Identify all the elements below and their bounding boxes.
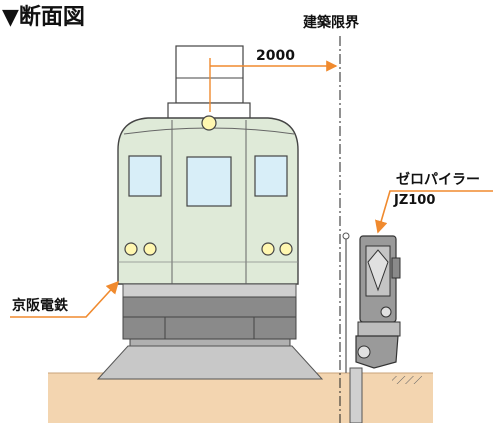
- bogie-upper: [122, 296, 297, 318]
- train-operator-leader: [10, 280, 120, 318]
- ground: [48, 373, 433, 423]
- machine-body: [357, 321, 401, 337]
- clearance-limit-label: 建築限界: [303, 14, 360, 31]
- machine-base: [355, 335, 399, 369]
- window-left: [128, 155, 162, 197]
- headlight-left-1: [124, 242, 138, 256]
- dimension-value: 2000: [256, 48, 295, 64]
- window-right: [254, 155, 288, 197]
- machine-model-label: JZ100: [393, 193, 435, 208]
- window-center: [186, 156, 232, 207]
- headlight-right-2: [279, 242, 293, 256]
- ground-hatch: [392, 376, 422, 384]
- diagram-title: ▼断面図: [2, 4, 85, 30]
- train-operator-label: 京阪電鉄: [12, 297, 69, 314]
- machine-name-label: ゼロパイラー: [396, 171, 480, 188]
- headlight-left-2: [143, 242, 157, 256]
- headlight-right-1: [261, 242, 275, 256]
- under-frame: [122, 283, 297, 298]
- machine-pile: [349, 367, 363, 423]
- track-bed: [96, 345, 324, 380]
- bogie-bottom: [129, 338, 291, 347]
- machine-leader: [375, 190, 493, 234]
- bogie-lower: [122, 316, 297, 340]
- headlight-top: [201, 115, 217, 131]
